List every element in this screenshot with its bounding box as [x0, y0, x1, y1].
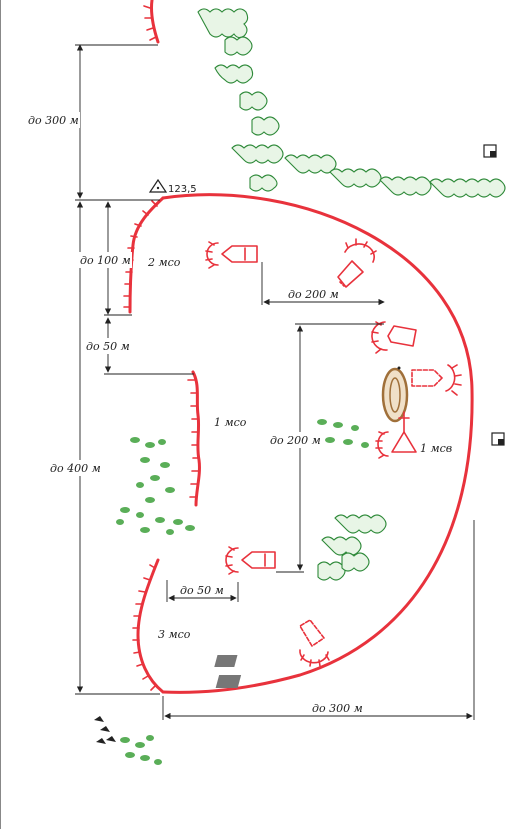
bmp-position-2: [337, 238, 377, 288]
square-marker-icon: [483, 144, 497, 158]
label-d400: до 400 м: [50, 462, 101, 475]
label-d200-vertical: до 200 м: [270, 434, 321, 447]
dimension-d400: [75, 199, 160, 695]
dimension-d50-bottom: [166, 580, 239, 602]
bmp-position-3: [371, 321, 417, 354]
label-platoon-1: 1 мсв: [420, 442, 452, 455]
bush-cluster-bottom: [120, 735, 162, 765]
forest-edge: [197, 8, 506, 198]
bush-cluster-left: [116, 437, 195, 535]
dimension-d200-horizontal: [261, 262, 385, 306]
flag-triangle-icon: [391, 411, 417, 453]
trench-squad-1: [187, 370, 201, 507]
bush-cluster-center: [317, 419, 369, 448]
shelter-icon: [381, 366, 409, 423]
dimension-d300-top: [75, 44, 158, 199]
label-d200-horizontal: до 200 м: [288, 288, 339, 301]
label-d300-bottom: до 300 м: [312, 702, 363, 715]
platoon-perimeter: [161, 193, 474, 694]
fighting-position-1: [375, 431, 389, 459]
label-squad-1: 1 мсо: [214, 416, 247, 429]
label-d300-top: до 300 м: [28, 114, 79, 127]
bmp-position-1: [205, 241, 258, 269]
label-d50-top: до 50 м: [86, 340, 130, 353]
obstacle-cluster: [94, 716, 116, 744]
label-squad-2: 2 мсо: [147, 256, 181, 269]
label-squad-3: 3 мсо: [158, 628, 191, 641]
triangle-icon: [148, 178, 168, 193]
trench-squad-3: [132, 558, 165, 694]
label-d50-bottom: до 50 м: [180, 584, 224, 597]
label-d100: до 100 м: [80, 254, 131, 267]
bmp-position-5: [225, 546, 276, 575]
dimension-d300-bottom: [162, 520, 475, 720]
square-marker-icon-2: [491, 432, 505, 446]
bmp-position-4: [411, 364, 462, 396]
trench-top: [143, 0, 160, 44]
height-mark-label: 123,5: [168, 184, 197, 195]
hatched-block-icon: [214, 655, 242, 688]
bmp-position-6: [299, 619, 330, 667]
bush-cluster-right: [317, 514, 387, 581]
trench-squad-2: [123, 196, 165, 314]
